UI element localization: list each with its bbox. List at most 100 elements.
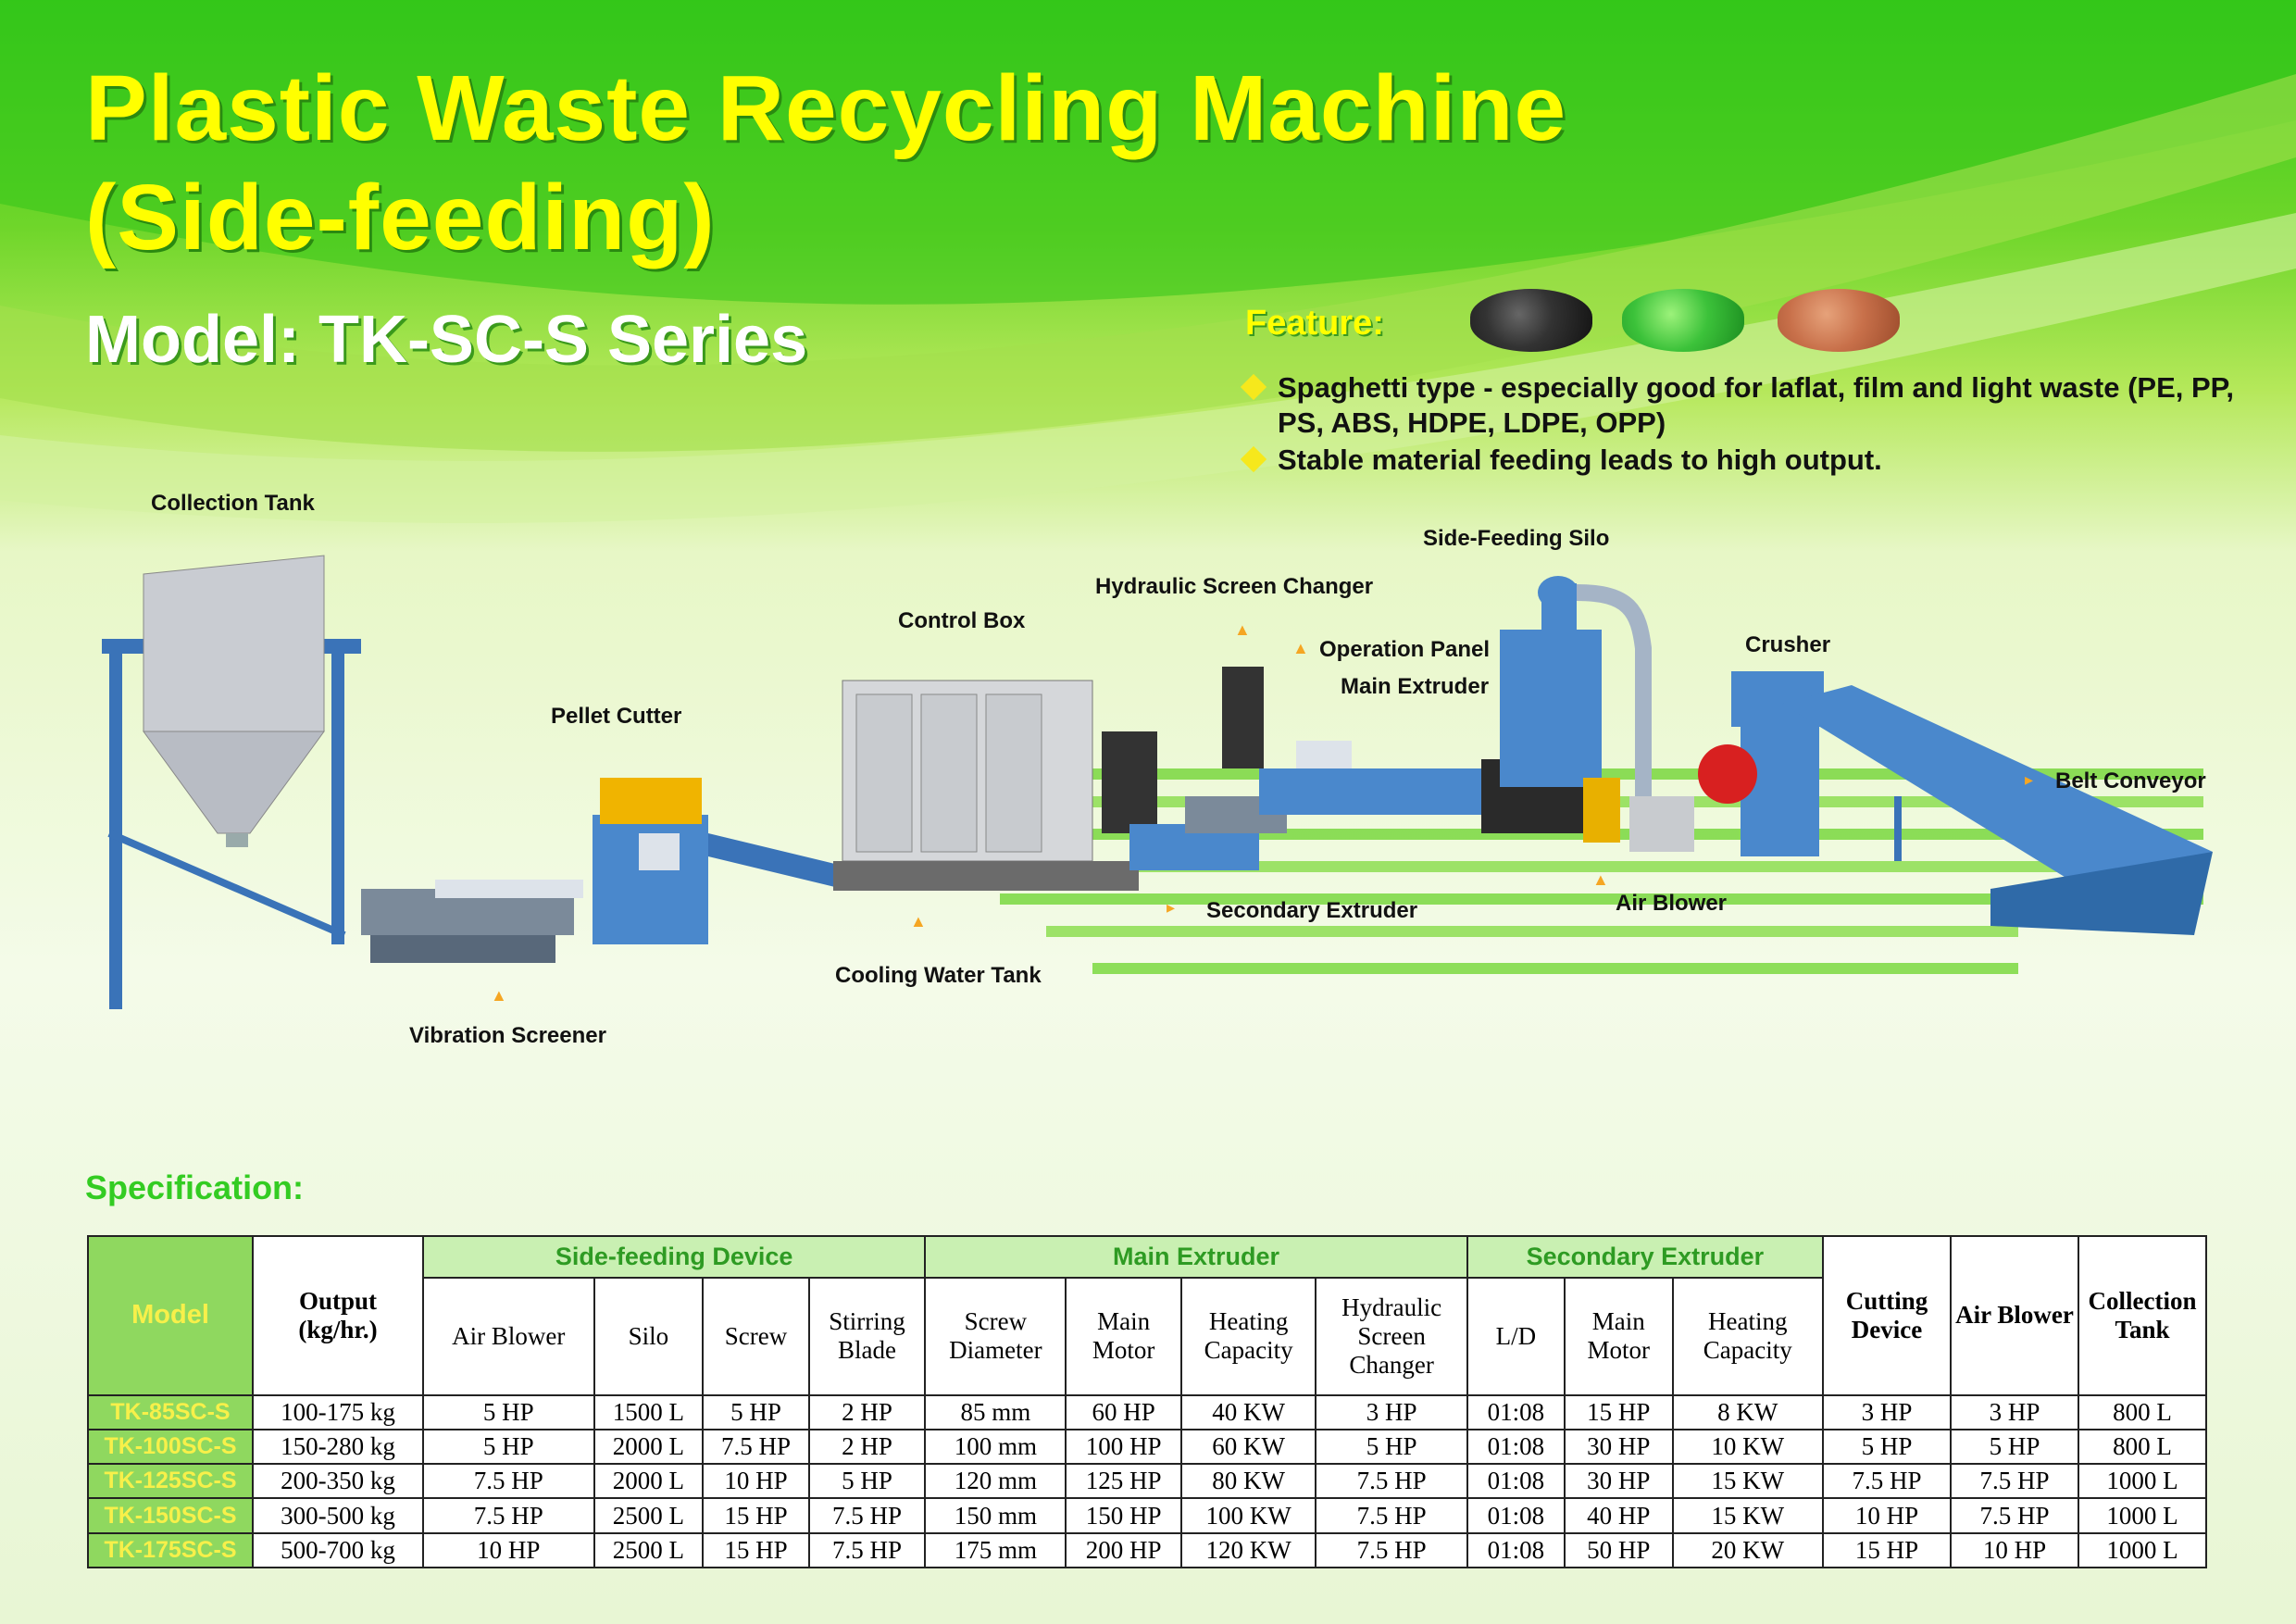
title-line-2: (Side-feeding)	[85, 166, 716, 269]
table-cell: 800 L	[2078, 1393, 2207, 1430]
table-cell: 5 HP	[1822, 1428, 1952, 1466]
table-cell: 10 HP	[702, 1463, 810, 1500]
feature-title: Feature:	[1245, 304, 1384, 343]
header-model: Model	[87, 1235, 254, 1396]
table-cell: 40 KW	[1179, 1393, 1317, 1430]
table-cell: 1000 L	[2078, 1497, 2207, 1534]
header-air-blower: Air Blower	[1950, 1235, 2079, 1396]
label-secondary-extruder: Secondary Extruder	[1206, 898, 1418, 923]
table-cell: 120 mm	[924, 1463, 1067, 1500]
table-cell: 3 HP	[1315, 1393, 1468, 1430]
header-collection-tank: Collection Tank	[2078, 1235, 2207, 1396]
arrow-icon: ▲	[491, 986, 507, 1005]
subheader-cell: Stirring Blade	[807, 1277, 927, 1396]
table-cell: 3 HP	[1950, 1393, 2079, 1430]
arrow-icon: ▲	[910, 912, 927, 931]
table-cell: 2000 L	[593, 1463, 705, 1500]
feature-list: Spaghetti type - especially good for laf…	[1240, 370, 2240, 480]
label-main-extruder: Main Extruder	[1341, 674, 1490, 699]
feature-item: Stable material feeding leads to high ou…	[1240, 443, 2240, 478]
table-cell: 120 KW	[1179, 1531, 1317, 1569]
label-side-feeding-silo: Side-Feeding Silo	[1423, 526, 1610, 551]
table-cell: 01:08	[1466, 1393, 1566, 1430]
label-hydraulic-screen-changer: Hydraulic Screen Changer	[1095, 574, 1374, 599]
specification-title: Specification:	[85, 1168, 305, 1206]
arrow-icon: ▸	[2025, 770, 2034, 789]
table-cell: 15 KW	[1671, 1463, 1824, 1500]
pellet-cutter-illustration	[593, 778, 842, 944]
table-cell: 01:08	[1466, 1531, 1566, 1569]
table-cell: 10 HP	[1950, 1531, 2079, 1569]
table-cell: 15 HP	[1564, 1393, 1674, 1430]
table-cell: 175 mm	[924, 1531, 1067, 1569]
model-heading: Model: TK-SC-S Series	[85, 303, 808, 377]
table-cell: 5 HP	[422, 1428, 595, 1466]
subheader-cell: L/D	[1466, 1277, 1566, 1396]
table-cell: 150 HP	[1065, 1497, 1182, 1534]
feature-item: Spaghetti type - especially good for laf…	[1240, 370, 2240, 441]
subheader-cell: Screw	[702, 1277, 810, 1396]
table-cell: 20 KW	[1671, 1531, 1824, 1569]
header-side-feeding-device: Side-feeding Device	[421, 1234, 927, 1280]
table-cell: 10 HP	[1822, 1497, 1952, 1534]
page-title: Plastic Waste Recycling Machine (Side-fe…	[85, 54, 1566, 272]
table-cell: 500-700 kg	[252, 1531, 424, 1569]
header-cutting-device: Cutting Device	[1822, 1235, 1952, 1396]
table-cell: 15 HP	[702, 1497, 810, 1534]
table-cell: 10 KW	[1671, 1428, 1824, 1466]
model-cell: TK-150SC-S	[87, 1497, 254, 1534]
table-cell: 1500 L	[593, 1393, 705, 1430]
table-cell: 5 HP	[702, 1393, 810, 1430]
subheader-cell: Heating Capacity	[1671, 1277, 1824, 1396]
table-cell: 2 HP	[807, 1393, 927, 1430]
table-cell: 1000 L	[2078, 1463, 2207, 1500]
green-pellets-image	[1622, 289, 1744, 352]
model-cell: TK-85SC-S	[87, 1393, 254, 1430]
subheader-cell: Heating Capacity	[1179, 1277, 1317, 1396]
table-cell: 50 HP	[1564, 1531, 1674, 1569]
label-air-blower: Air Blower	[1616, 891, 1728, 916]
table-cell: 7.5 HP	[1822, 1463, 1952, 1500]
table-cell: 7.5 HP	[1950, 1463, 2079, 1500]
table-cell: 15 HP	[702, 1531, 810, 1569]
table-cell: 60 HP	[1065, 1393, 1182, 1430]
table-cell: 2 HP	[807, 1428, 927, 1466]
subheader-cell: Air Blower	[422, 1277, 595, 1396]
model-cell: TK-125SC-S	[87, 1463, 254, 1500]
table-cell: 300-500 kg	[252, 1497, 424, 1534]
table-cell: 2500 L	[593, 1531, 705, 1569]
brown-pellets-image	[1778, 289, 1900, 352]
table-cell: 150 mm	[924, 1497, 1067, 1534]
table-cell: 60 KW	[1179, 1428, 1317, 1466]
control-box-illustration	[833, 680, 1139, 891]
table-cell: 15 KW	[1671, 1497, 1824, 1534]
table-cell: 30 HP	[1564, 1463, 1674, 1500]
table-cell: 2500 L	[593, 1497, 705, 1534]
table-cell: 800 L	[2078, 1428, 2207, 1466]
arrow-icon: ▸	[1167, 898, 1176, 917]
side-feeding-silo-illustration	[1500, 576, 1694, 852]
table-cell: 85 mm	[924, 1393, 1067, 1430]
table-cell: 7.5 HP	[1315, 1531, 1468, 1569]
table-cell: 8 KW	[1671, 1393, 1824, 1430]
vibration-screener-illustration	[361, 880, 583, 963]
subheader-cell: Main Motor	[1065, 1277, 1182, 1396]
subheader-cell: Silo	[593, 1277, 705, 1396]
specification-table: Model Output (kg/hr.) Side-feeding Devic…	[87, 1234, 2207, 1569]
table-cell: 5 HP	[807, 1463, 927, 1500]
table-cell: 5 HP	[422, 1393, 595, 1430]
header-output: Output (kg/hr.)	[252, 1235, 424, 1396]
table-cell: 10 HP	[422, 1531, 595, 1569]
collection-tank-illustration	[102, 555, 361, 1009]
table-cell: 5 HP	[1950, 1428, 2079, 1466]
table-cell: 125 HP	[1065, 1463, 1182, 1500]
model-cell: TK-100SC-S	[87, 1428, 254, 1466]
table-cell: 7.5 HP	[422, 1463, 595, 1500]
table-subheader-row: Air Blower Silo Screw Stirring Blade Scr…	[88, 1277, 2206, 1396]
table-cell: 01:08	[1466, 1463, 1566, 1500]
model-cell: TK-175SC-S	[87, 1531, 254, 1569]
